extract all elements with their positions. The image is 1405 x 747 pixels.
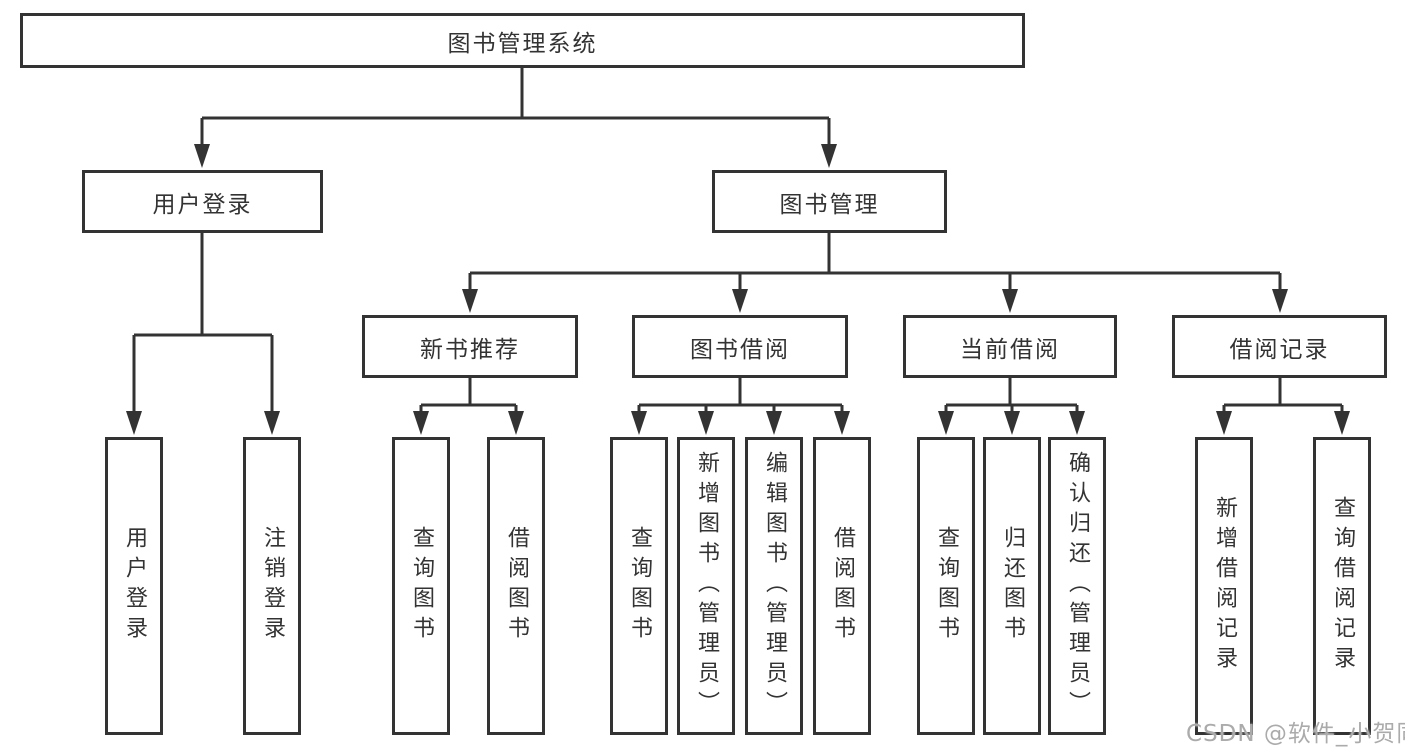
leaf-query-books-borrow: 查询图书 [610, 437, 668, 735]
node-label: 当前借阅 [960, 336, 1060, 363]
node-borrow-records: 借阅记录 [1172, 315, 1387, 378]
node-current-borrow: 当前借阅 [903, 315, 1117, 378]
leaf-add-borrow-record: 新增借阅记录 [1195, 437, 1253, 735]
leaf-return-books: 归还图书 [983, 437, 1041, 735]
leaf-add-books-admin: 新增图书（管理员） [677, 437, 735, 735]
node-label: 用户登录 [152, 191, 253, 218]
leaf-user-login: 用户登录 [105, 437, 163, 735]
node-label: 新增图书（管理员） [694, 451, 719, 721]
node-label: 图书借阅 [690, 336, 790, 363]
node-label: 确认归还（管理员） [1065, 451, 1090, 721]
node-label: 注销登录 [260, 526, 285, 646]
leaf-query-books-current: 查询图书 [917, 437, 975, 735]
node-new-book-recommend: 新书推荐 [362, 315, 578, 378]
node-label: 图书管理 [779, 191, 880, 218]
node-user-login: 用户登录 [82, 170, 323, 233]
node-book-borrow: 图书借阅 [632, 315, 848, 378]
node-label: 借阅图书 [830, 526, 855, 646]
node-label: 借阅图书 [504, 526, 529, 646]
csdn-watermark: CSDN @软件_小贺同学 [1186, 721, 1405, 747]
node-label: 借阅记录 [1229, 336, 1330, 363]
leaf-edit-books-admin: 编辑图书（管理员） [745, 437, 803, 735]
node-label: 查询图书 [627, 526, 652, 646]
node-label: 编辑图书（管理员） [762, 451, 787, 721]
leaf-query-books-recommend: 查询图书 [392, 437, 450, 735]
node-book-management: 图书管理 [712, 170, 947, 233]
leaf-borrow-books: 借阅图书 [813, 437, 871, 735]
node-label: 用户登录 [122, 526, 147, 646]
leaf-logout: 注销登录 [243, 437, 301, 735]
leaf-query-borrow-record: 查询借阅记录 [1313, 437, 1371, 735]
leaf-borrow-books-recommend: 借阅图书 [487, 437, 545, 735]
node-label: 图书管理系统 [447, 30, 598, 57]
node-label: 新增借阅记录 [1212, 496, 1237, 676]
node-label: 新书推荐 [420, 336, 520, 363]
leaf-confirm-return-admin: 确认归还（管理员） [1048, 437, 1106, 735]
node-label: 查询图书 [409, 526, 434, 646]
node-label: 查询借阅记录 [1330, 496, 1355, 676]
node-label: 归还图书 [1000, 526, 1025, 646]
node-label: 查询图书 [934, 526, 959, 646]
node-library-management-system: 图书管理系统 [20, 13, 1025, 68]
